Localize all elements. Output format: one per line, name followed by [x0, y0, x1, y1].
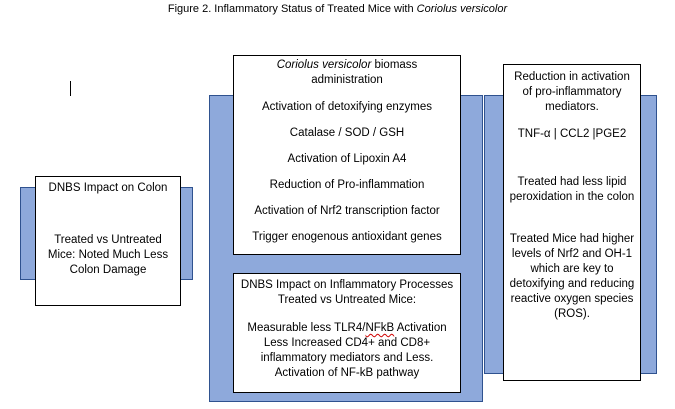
inflammatory-processes-heading: DNBS Impact on Inflammatory Processes Tr…	[240, 279, 454, 306]
coriolus-administration-box: Coriolus versicolor biomass administrati…	[233, 55, 461, 255]
coriolus-administration-heading: Coriolus versicolor biomass administrati…	[276, 59, 418, 86]
outcome-nrf2-levels: Treated Mice had higher levels of Nrf2 a…	[509, 233, 635, 320]
outcomes-box: Reduction in activation of pro-inflammat…	[503, 64, 641, 381]
effect-item: Catalase / SOD / GSH	[289, 127, 405, 139]
figure-title-species: Coriolus versicolor	[416, 3, 508, 15]
inflammatory-processes-box: DNBS Impact on Inflammatory Processes Tr…	[233, 273, 461, 393]
effect-item: Trigger enogenous antioxidant genes	[252, 231, 442, 243]
dnbs-colon-heading: DNBS Impact on Colon	[48, 182, 168, 194]
effect-item: Reduction of Pro-inflammation	[269, 179, 425, 191]
text-cursor	[70, 81, 71, 96]
effect-item: Activation of Lipoxin A4	[287, 153, 407, 165]
outcome-markers: TNF-α | CCL2 |PGE2	[517, 128, 627, 140]
effect-item: Activation of detoxifying enzymes	[261, 101, 433, 113]
effect-item: Activation of Nrf2 transcription factor	[254, 205, 440, 217]
outcome-mediators: Reduction in activation of pro-inflammat…	[514, 71, 630, 113]
spellcheck-flagged-word: NFkB	[365, 322, 395, 334]
dnbs-colon-body: Treated vs Untreated Mice: Noted Much Le…	[47, 234, 169, 276]
dnbs-colon-box: DNBS Impact on Colon Treated vs Untreate…	[35, 176, 181, 306]
figure-title: Figure 2. Inflammatory Status of Treated…	[167, 3, 508, 15]
outcome-lipid-peroxidation: Treated had less lipid peroxidation in t…	[509, 176, 635, 203]
